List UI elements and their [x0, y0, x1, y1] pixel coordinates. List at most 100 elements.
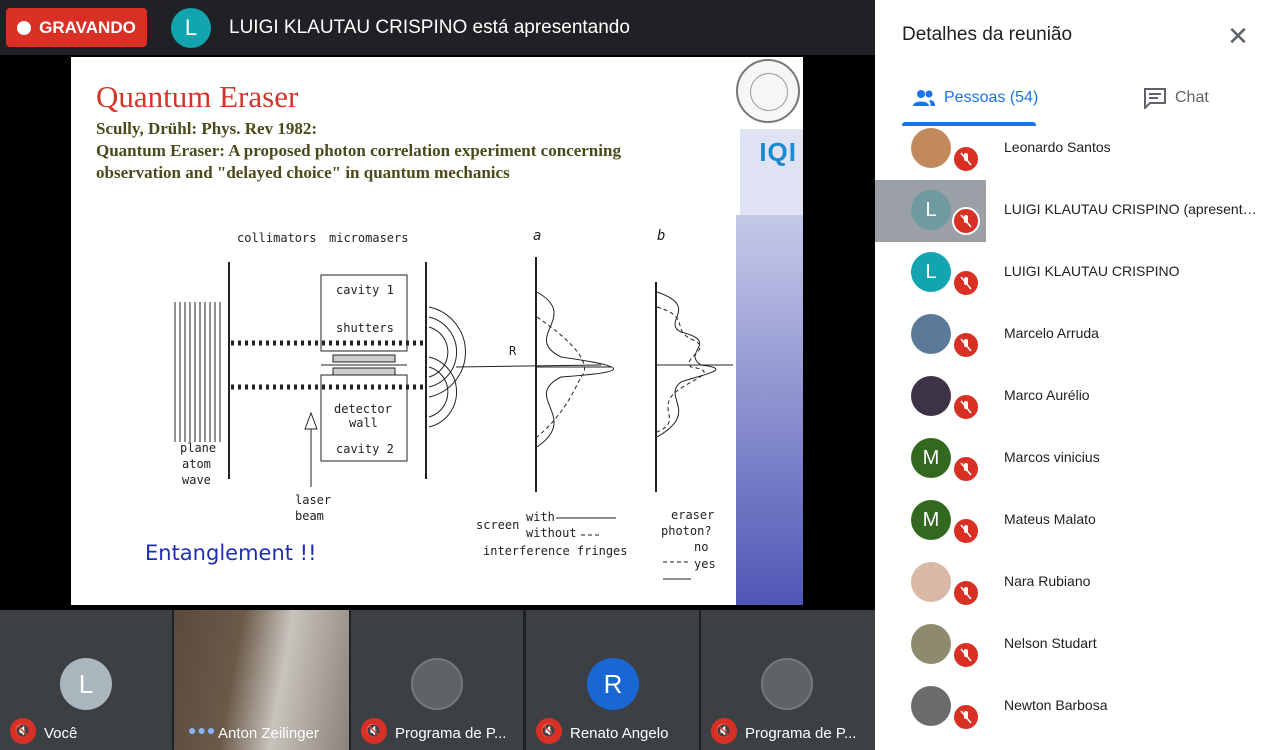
presentation-slide: IQI Quantum Eraser Scully, Drühl: Phys. … [71, 57, 803, 605]
close-icon[interactable]: ✕ [1227, 21, 1249, 51]
avatar: M [911, 438, 951, 478]
label-eraser: eraser [671, 508, 715, 522]
presenter-avatar: L [171, 7, 211, 48]
avatar [911, 624, 951, 664]
tile-name: Programa de P... [395, 725, 507, 742]
participant-row[interactable]: M Mateus Malato [875, 490, 1270, 552]
avatar-box: M [875, 490, 986, 552]
avatar-box: M [875, 428, 986, 490]
avatar [911, 128, 951, 168]
label-beam: beam [295, 509, 324, 523]
participant-row[interactable]: Nelson Studart [875, 614, 1270, 676]
slide-line-3: observation and "delayed choice" in quan… [96, 163, 510, 182]
tab-people-label: Pessoas (54) [944, 89, 1039, 106]
label-screen: screen [476, 518, 520, 532]
label-laser: laser [295, 493, 332, 507]
mic-off-icon [952, 207, 980, 235]
participant-list: Leonardo Santos L LUIGI KLAUTAU CRISPINO… [875, 118, 1270, 750]
label-collimators: collimators [237, 231, 317, 245]
mic-off-icon: 🔇 [711, 718, 737, 744]
mic-off-icon [952, 517, 980, 545]
tab-active-indicator [902, 122, 1036, 126]
avatar [911, 314, 951, 354]
chat-icon [1144, 88, 1166, 109]
participant-name: Marcos vinicius [1004, 449, 1100, 465]
label-a: a [533, 228, 542, 244]
mic-off-icon: 🔇 [10, 718, 36, 744]
avatar-box [875, 614, 986, 676]
meeting-details-panel: Detalhes da reunião ✕ Pessoas (54) Chat [875, 0, 1270, 750]
tab-chat-label: Chat [1175, 89, 1209, 106]
mic-off-icon [952, 269, 980, 297]
panel-title: Detalhes da reunião [902, 24, 1073, 45]
slide-line-2: Quantum Eraser: A proposed photon correl… [96, 141, 621, 160]
label-wave: wave [182, 473, 211, 487]
speaking-dots-icon: ●●● [188, 722, 217, 738]
label-photon: photon? [661, 524, 712, 538]
avatar: L [911, 190, 951, 230]
avatar-box [875, 676, 986, 738]
participant-name: Newton Barbosa [1004, 697, 1108, 713]
label-cavity-2: cavity 2 [336, 442, 394, 456]
avatar-box [875, 118, 986, 180]
tile-programa-1[interactable]: 🔇 Programa de P... [351, 610, 523, 750]
avatar [911, 686, 951, 726]
tile-video-anton[interactable]: ●●● Anton Zeilinger [174, 610, 349, 750]
recording-label: GRAVANDO [39, 17, 136, 37]
record-dot-icon [17, 20, 32, 35]
participant-row[interactable]: Marcelo Arruda [875, 304, 1270, 366]
slide-title: Quantum Eraser [96, 79, 299, 114]
tile-programa-2[interactable]: 🔇 Programa de P... [701, 610, 875, 750]
avatar: R [587, 658, 639, 710]
mic-off-icon [952, 145, 980, 173]
label-atom: atom [182, 457, 211, 471]
label-interference-fringes: interference fringes [483, 544, 628, 558]
tile-name: Programa de P... [745, 725, 857, 742]
participant-row[interactable]: Leonardo Santos [875, 118, 1270, 180]
label-without: without [526, 526, 577, 540]
participant-name: Marcelo Arruda [1004, 325, 1099, 341]
tile-name: Anton Zeilinger [218, 725, 319, 742]
participant-row[interactable]: Nara Rubiano [875, 552, 1270, 614]
top-bar: GRAVANDO L LUIGI KLAUTAU CRISPINO está a… [0, 0, 875, 55]
avatar [911, 562, 951, 602]
label-b: b [657, 228, 666, 244]
mic-off-icon [952, 393, 980, 421]
participant-name: Mateus Malato [1004, 511, 1096, 527]
mic-off-icon [952, 331, 980, 359]
avatar-box: L [875, 242, 986, 304]
participant-row[interactable]: L LUIGI KLAUTAU CRISPINO (apresenta... [875, 180, 1270, 242]
participant-strip: L 🔇 Você ●●● Anton Zeilinger 🔇 Programa … [0, 610, 875, 750]
mic-off-icon: 🔇 [361, 718, 387, 744]
avatar: L [60, 658, 112, 710]
avatar [911, 376, 951, 416]
avatar-box [875, 552, 986, 614]
label-yes: yes [694, 557, 716, 571]
label-with: with [526, 510, 555, 524]
tile-name: Você [44, 725, 78, 742]
avatar-box [875, 304, 986, 366]
participant-name: LUIGI KLAUTAU CRISPINO [1004, 263, 1180, 279]
participant-row[interactable]: Newton Barbosa [875, 676, 1270, 738]
tile-renato[interactable]: R 🔇 Renato Angelo [526, 610, 699, 750]
mic-off-icon [952, 455, 980, 483]
label-r: R [509, 344, 517, 358]
participant-row[interactable]: Marco Aurélio [875, 366, 1270, 428]
avatar: L [911, 252, 951, 292]
participant-row[interactable]: M Marcos vinicius [875, 428, 1270, 490]
label-micromasers: micromasers [329, 231, 409, 245]
recording-badge: GRAVANDO [6, 8, 147, 47]
label-wall: wall [349, 416, 378, 430]
people-icon [913, 90, 935, 106]
mic-off-icon [952, 641, 980, 669]
tab-people[interactable]: Pessoas (54) [912, 70, 1038, 126]
tab-chat[interactable]: Chat [1143, 70, 1209, 126]
presenter-text: LUIGI KLAUTAU CRISPINO está apresentando [229, 16, 630, 38]
mic-off-icon: 🔇 [536, 718, 562, 744]
slide-sidebar-top [736, 129, 803, 215]
tile-self[interactable]: L 🔇 Você [0, 610, 172, 750]
mic-off-icon [952, 579, 980, 607]
participant-row[interactable]: L LUIGI KLAUTAU CRISPINO [875, 242, 1270, 304]
label-detector: detector [334, 402, 392, 416]
